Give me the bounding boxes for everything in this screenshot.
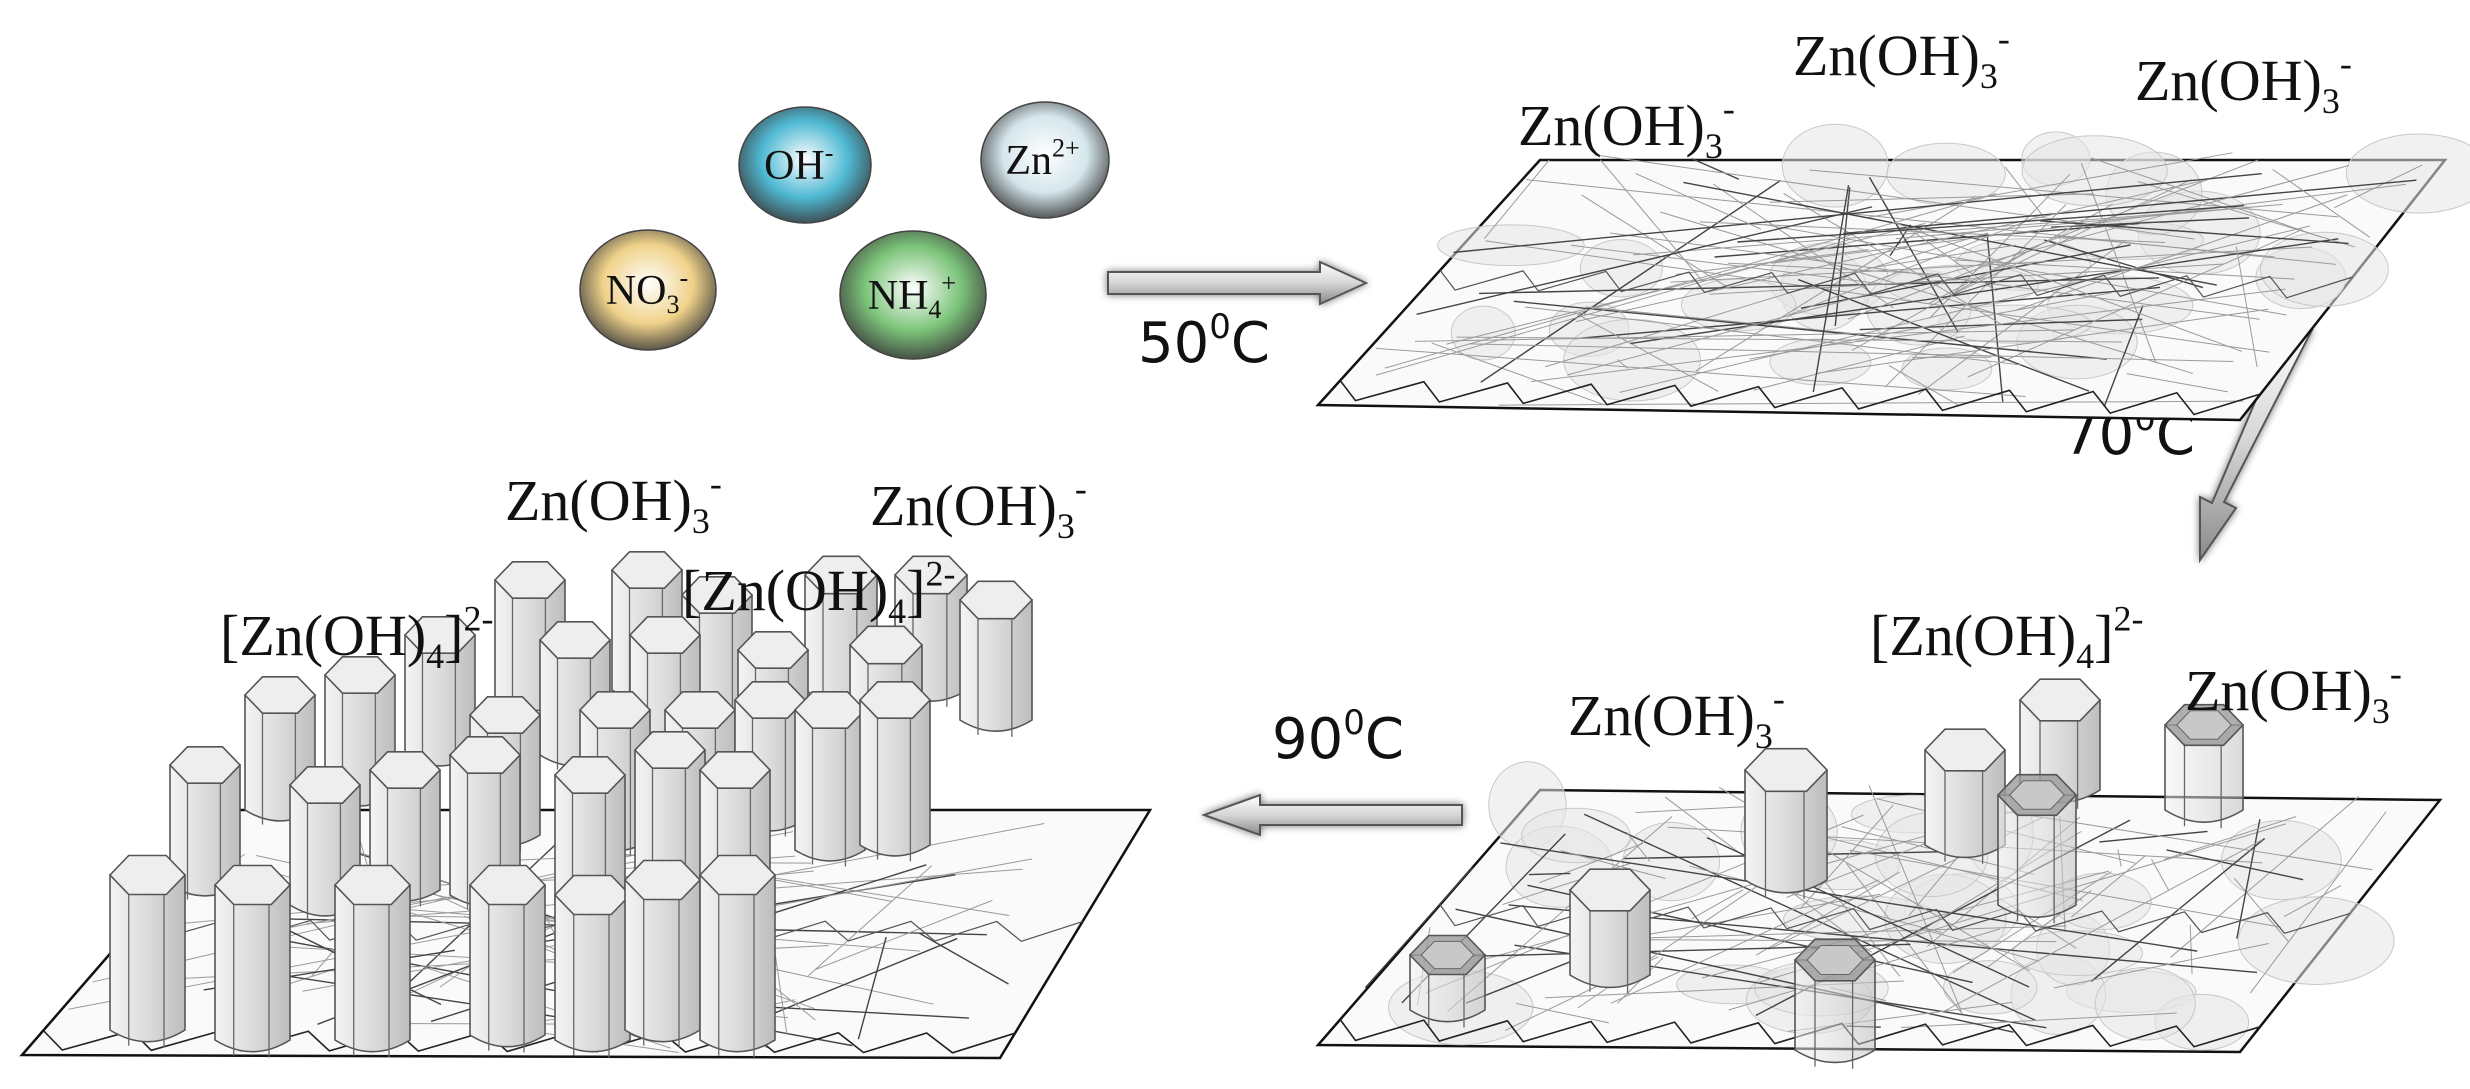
ion-label: NH4+ [868, 268, 956, 324]
temperature-label-3: 900C [1272, 703, 1404, 772]
species-label: Zn(OH)3- [1568, 679, 1785, 756]
species-label: Zn(OH)3- [505, 464, 722, 541]
precursor-ions: OH- Zn2+ NO3- NH4+ [579, 101, 1110, 360]
hexagonal-nanorod [468, 864, 547, 1053]
hexagonal-nanorod [333, 864, 412, 1058]
species-label: Zn(OH)3- [1793, 19, 2010, 96]
hexagonal-nanorod [1408, 934, 1487, 1028]
ion-zn: Zn2+ [980, 101, 1110, 219]
species-label: [Zn(OH)4]2- [682, 554, 955, 631]
ion-oh: OH- [738, 106, 872, 224]
hexagonal-nanorod [1793, 938, 1877, 1069]
stage-2-nucleation [1315, 678, 2443, 1069]
species-label: Zn(OH)3- [1518, 89, 1735, 166]
species-label: Zn(OH)3- [2135, 44, 2352, 121]
hexagonal-nanorod [1996, 773, 2078, 924]
species-label: [Zn(OH)4]2- [220, 599, 493, 676]
arrow-step-2 [2199, 318, 2314, 564]
arrow-step-1 [1107, 260, 1369, 306]
stage-1-nanosheet-film [1315, 123, 2470, 422]
species-label: Zn(OH)3- [870, 469, 1087, 546]
species-labels: Zn(OH)3-Zn(OH)3-Zn(OH)3-[Zn(OH)4]2-Zn(OH… [220, 19, 2402, 756]
ion-label: Zn2+ [1005, 133, 1079, 184]
ion-label: OH- [764, 138, 833, 189]
hexagonal-nanorod [1568, 868, 1652, 994]
hexagonal-nanorod [403, 615, 477, 772]
hexagonal-nanorod [213, 864, 292, 1058]
species-label: Zn(OH)3- [2185, 654, 2402, 731]
hexagonal-nanorod [2163, 703, 2245, 829]
hexagonal-nanorod [623, 859, 702, 1048]
hexagonal-nanorod [793, 690, 867, 867]
ion-no: NO3- [579, 229, 717, 351]
arrow-step-3 [1201, 793, 1463, 837]
hexagonal-nanorod [553, 874, 632, 1058]
ion-label: NO3- [606, 263, 688, 319]
hexagonal-nanorod [958, 580, 1034, 737]
nucleation-substrate [1315, 761, 2443, 1054]
stage-3-nanorod-array [19, 550, 1153, 1060]
temperature-label-1: 500C [1138, 307, 1270, 376]
nanosheet-substrate [1315, 123, 2470, 422]
hexagonal-nanorod [1743, 747, 1829, 900]
hexagonal-nanorod [1923, 728, 2007, 864]
hexagonal-nanorod [493, 560, 567, 717]
ion-nh: NH4+ [839, 230, 987, 360]
hexagonal-nanorod [698, 854, 777, 1058]
hexagonal-nanorod [108, 854, 187, 1048]
hexagonal-nanorod [858, 680, 932, 862]
species-label: [Zn(OH)4]2- [1870, 599, 2143, 676]
